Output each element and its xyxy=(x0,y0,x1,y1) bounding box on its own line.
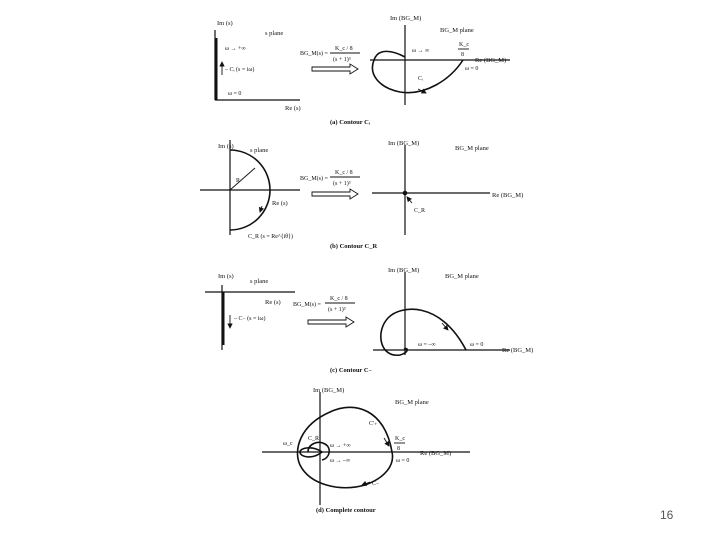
b-tf-num: K_c / 8 xyxy=(335,170,353,176)
c-tf-lhs: BG_M(s) = xyxy=(293,301,322,308)
c-tf-den: (s + 1)³ xyxy=(328,306,346,313)
d-c-minus-label: C₋ xyxy=(372,481,379,487)
b-tf-lhs: BG_M(s) = xyxy=(300,175,329,182)
b-s-plane-label: s plane xyxy=(250,147,268,154)
a-contour-ci-label: – Cᵢ (s = iω) xyxy=(224,66,254,73)
a-omega-plus-inf: ω → +∞ xyxy=(225,46,246,52)
c-s-im-axis-label: Im (s) xyxy=(218,273,234,280)
d-caption: (d) Complete contour xyxy=(316,507,376,514)
c-g-re-axis-label: Re (BG_M) xyxy=(502,347,533,354)
page-number: 16 xyxy=(660,508,674,522)
a-omega-zero-g: ω = 0 xyxy=(465,66,478,72)
c-tf-num: K_c / 8 xyxy=(330,296,348,302)
a-s-im-axis-label: Im (s) xyxy=(217,20,233,27)
b-caption: (b) Contour C_R xyxy=(330,243,377,250)
a-s-re-axis-label: Re (s) xyxy=(285,105,301,112)
a-g-re-axis-label: Re (BG_M) xyxy=(475,57,506,64)
d-kc8-den: 8 xyxy=(397,446,400,452)
d-g-re-axis-label: Re (BG_M) xyxy=(420,450,451,457)
a-kc8-den: 8 xyxy=(461,52,464,58)
d-g-plane-label: BG_M plane xyxy=(395,399,429,406)
panel-b: Im (s) s plane R Re (s) C_R (s = Re^{iθ}… xyxy=(200,140,523,250)
panel-c: Im (s) s plane Re (s) – C₋ (s = iω) BG_M… xyxy=(205,267,533,374)
c-g-plane-label: BG_M plane xyxy=(445,273,479,280)
c-s-plane-label: s plane xyxy=(250,278,268,285)
c-g-im-axis-label: Im (BG_M) xyxy=(388,267,419,274)
b-cr-label: C_R xyxy=(414,208,425,214)
c-omega-zero: ω = 0 xyxy=(470,342,483,348)
a-g-plane-label: BG_M plane xyxy=(440,27,474,34)
b-r-label: R xyxy=(236,178,240,184)
b-contour-cr-label: C_R (s = Re^{iθ}) xyxy=(248,233,293,240)
panel-d: Im (BG_M) BG_M plane C'₊ ω_c C_R ω → +∞ … xyxy=(262,387,470,514)
d-omega-zero: ω = 0 xyxy=(396,458,409,464)
panel-a: Im (s) s plane ω → +∞ – Cᵢ (s = iω) ω = … xyxy=(214,15,510,126)
b-s-re-axis-label: Re (s) xyxy=(272,200,288,207)
d-kc8-num: K_c xyxy=(395,436,405,442)
a-ci-label: Cᵢ xyxy=(418,76,423,82)
d-omega-plus-inf: ω → +∞ xyxy=(330,443,351,449)
a-kc8-num: K_c xyxy=(459,42,469,48)
d-omega-minus-inf: ω → –∞ xyxy=(330,458,350,464)
b-g-plane-label: BG_M plane xyxy=(455,145,489,152)
a-s-plane-label: s plane xyxy=(265,30,283,37)
b-s-im-axis-label: Im (s) xyxy=(218,143,234,150)
a-omega-zero: ω = 0 xyxy=(228,91,241,97)
b-tf-den: (s + 1)³ xyxy=(333,180,351,187)
d-g-im-axis-label: Im (BG_M) xyxy=(313,387,344,394)
c-caption: (c) Contour C₋ xyxy=(330,367,372,374)
b-g-re-axis-label: Re (BG_M) xyxy=(492,192,523,199)
c-omega-neg-inf: ω = –∞ xyxy=(418,342,436,348)
c-contour-label: – C₋ (s = iω) xyxy=(233,315,266,322)
d-cr-label: C_R xyxy=(308,436,319,442)
b-g-im-axis-label: Im (BG_M) xyxy=(388,140,419,147)
a-tf-num: K_c / 8 xyxy=(335,46,353,52)
c-s-re-axis-label: Re (s) xyxy=(265,299,281,306)
a-omega-inf: ω → ∞ xyxy=(412,48,429,54)
a-tf-lhs: BG_M(s) = xyxy=(300,50,329,57)
a-tf-den: (s + 1)³ xyxy=(333,56,351,63)
a-g-im-axis-label: Im (BG_M) xyxy=(390,15,421,22)
a-caption: (a) Contour Cᵢ xyxy=(330,119,371,126)
d-c-plus-label: C'₊ xyxy=(369,421,377,427)
d-omega-c: ω_c xyxy=(283,441,293,447)
